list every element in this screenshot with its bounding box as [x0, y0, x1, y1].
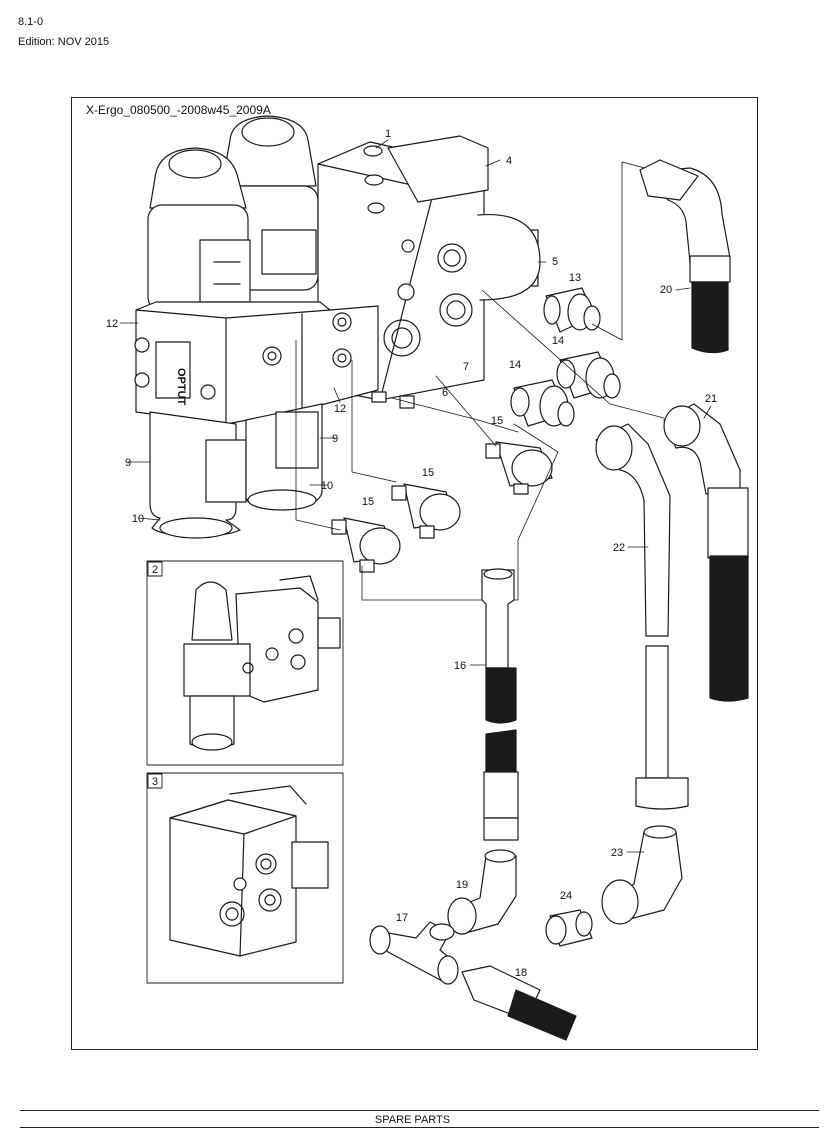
fitting-13 — [543, 287, 601, 333]
callout-9a: 9 — [332, 433, 338, 445]
callout-labels: 1 4 5 13 20 12 14 7 6 14 12 21 15 9 9 15… — [106, 128, 717, 979]
adapter-24 — [545, 909, 593, 947]
valve-nuts-bottom — [371, 391, 415, 409]
callout-16: 16 — [454, 660, 466, 672]
callout-20: 20 — [660, 284, 672, 296]
hose-22 — [595, 423, 689, 810]
callout-10b: 10 — [132, 513, 144, 525]
hose-20 — [639, 159, 731, 354]
hose-16 — [481, 568, 519, 841]
edition-label: Edition: NOV 2015 — [18, 36, 110, 48]
callout-leaders — [119, 139, 712, 853]
callout-18: 18 — [515, 967, 527, 979]
reference-lines — [295, 161, 665, 601]
inset-3: 3 — [146, 772, 344, 984]
callout-1: 1 — [385, 128, 391, 140]
solenoid-coil-front — [147, 147, 251, 312]
callout-9b: 9 — [125, 457, 131, 469]
footer-label: SPARE PARTS — [374, 1114, 451, 1126]
callout-24: 24 — [560, 890, 572, 902]
callout-19: 19 — [456, 879, 468, 891]
inset-label-3: 3 — [152, 776, 158, 788]
tee-17 — [369, 921, 459, 985]
brand-logo: OPTUT — [175, 368, 187, 406]
solenoid-coil-lower-front — [149, 411, 247, 539]
callout-12b: 12 — [334, 403, 346, 415]
callout-15a: 15 — [491, 415, 503, 427]
callout-21: 21 — [705, 393, 717, 405]
callout-4: 4 — [506, 155, 512, 167]
solenoid-connector-right — [387, 135, 541, 301]
callout-7: 7 — [463, 361, 469, 373]
fitting-14-lower — [510, 379, 575, 427]
elbow-19 — [447, 849, 517, 935]
callout-6: 6 — [442, 387, 448, 399]
footer-rule-top — [20, 1110, 819, 1111]
callout-22: 22 — [613, 542, 625, 554]
hose-21 — [663, 403, 749, 702]
callout-10a: 10 — [321, 480, 333, 492]
footer-rule-bottom — [20, 1127, 819, 1128]
inset-2: 2 — [146, 560, 344, 766]
drawing-frame — [71, 97, 758, 1050]
callout-17: 17 — [396, 912, 408, 924]
solenoid-coil-lower-back — [245, 403, 323, 511]
callout-14a: 14 — [552, 335, 564, 347]
callout-14b: 14 — [509, 359, 521, 371]
callout-12a: 12 — [106, 318, 118, 330]
brand-lettering: OPTUT — [175, 368, 187, 406]
valve-body-lower-section — [134, 301, 379, 425]
fitting-15-middle — [391, 483, 461, 539]
callout-15c: 15 — [362, 496, 374, 508]
hose-18 — [461, 965, 577, 1041]
fitting-15-right — [485, 441, 553, 495]
fitting-15-left — [331, 517, 401, 573]
callout-13: 13 — [569, 272, 581, 284]
callout-5: 5 — [552, 256, 558, 268]
fitting-14-upper — [556, 351, 621, 399]
inset-label-2: 2 — [152, 564, 158, 576]
callout-23: 23 — [611, 847, 623, 859]
page-number: 8.1-0 — [18, 16, 44, 28]
drawing-title: X-Ergo_080500_-2008w45_2009A — [86, 103, 271, 117]
elbow-23 — [601, 825, 683, 925]
callout-15b: 15 — [422, 467, 434, 479]
